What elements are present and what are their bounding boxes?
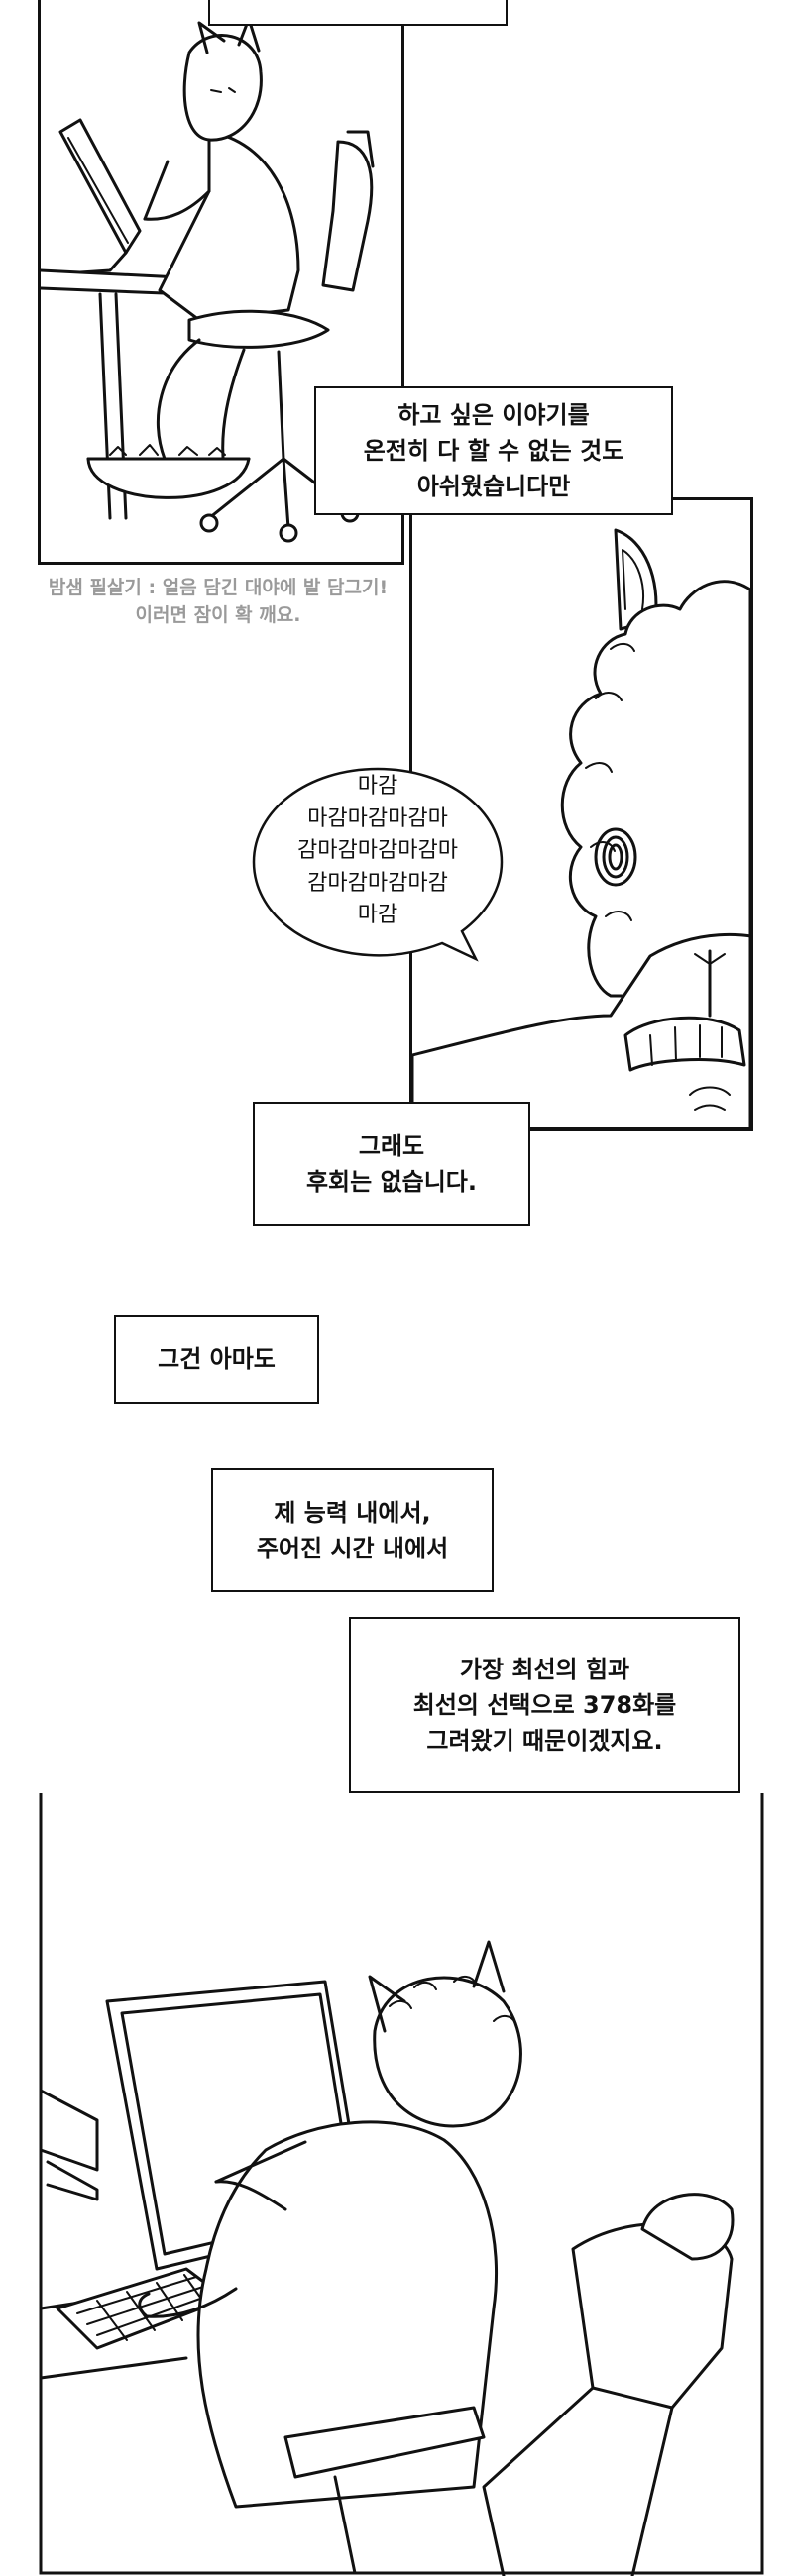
caption-no-regret-line-1: 그래도 bbox=[358, 1131, 425, 1160]
speech-bubble-shape bbox=[252, 767, 504, 962]
caption-regret-line-3: 아쉬웠습니다만 bbox=[416, 473, 571, 500]
caption-regret: 하고 싶은 이야기를 온전히 다 할 수 없는 것도 아쉬웠습니다만 bbox=[314, 386, 673, 515]
side-note-line-1: 밤샘 필살기 : 얼음 담긴 대야에 발 담그기! bbox=[48, 577, 389, 598]
caption-best-line-1: 가장 최선의 힘과 bbox=[459, 1656, 630, 1683]
panel-drawing-at-desk bbox=[38, 0, 404, 565]
caption-ability-line-1: 제 능력 내에서, bbox=[274, 1498, 431, 1527]
caption-top-partial bbox=[208, 0, 508, 26]
speech-bubble: 마감 마감마감마감마 감마감마감마감마 감마감마감마감 마감 bbox=[248, 763, 508, 971]
artist-desk-illustration bbox=[41, 17, 375, 543]
bubble-line-5: 마감 bbox=[357, 903, 398, 928]
caption-ability: 제 능력 내에서, 주어진 시간 내에서 bbox=[211, 1468, 494, 1592]
side-note: 밤샘 필살기 : 얼음 담긴 대야에 발 담그기! 이러면 잠이 확 깨요. bbox=[30, 575, 406, 629]
caption-no-regret: 그래도 후회는 없습니다. bbox=[253, 1102, 530, 1226]
alpaca-face-illustration bbox=[412, 528, 750, 1128]
side-note-line-2: 이러면 잠이 확 깨요. bbox=[135, 603, 301, 626]
caption-best-line-2: 최선의 선택으로 378화를 bbox=[412, 1691, 677, 1719]
caption-regret-line-1: 하고 싶은 이야기를 bbox=[397, 401, 590, 429]
bubble-line-4: 감마감마감마감 bbox=[307, 870, 448, 896]
caption-probably-text: 그건 아마도 bbox=[158, 1345, 276, 1373]
artist-monitor-illustration bbox=[39, 1793, 764, 2576]
caption-best: 가장 최선의 힘과 최선의 선택으로 378화를 그려왔기 때문이겠지요. bbox=[349, 1617, 740, 1793]
caption-probably: 그건 아마도 bbox=[114, 1315, 319, 1404]
caption-no-regret-line-2: 후회는 없습니다. bbox=[305, 1167, 478, 1196]
caption-ability-line-2: 주어진 시간 내에서 bbox=[256, 1534, 449, 1562]
panel-artist-at-monitor bbox=[38, 1793, 765, 2576]
bubble-line-1: 마감 bbox=[357, 774, 398, 799]
caption-best-line-3: 그려왔기 때문이겠지요. bbox=[426, 1727, 663, 1755]
bubble-line-3: 감마감마감마감마 bbox=[297, 838, 458, 864]
bubble-line-2: 마감마감마감마 bbox=[307, 805, 448, 831]
caption-regret-line-2: 온전히 다 할 수 없는 것도 bbox=[363, 437, 624, 465]
